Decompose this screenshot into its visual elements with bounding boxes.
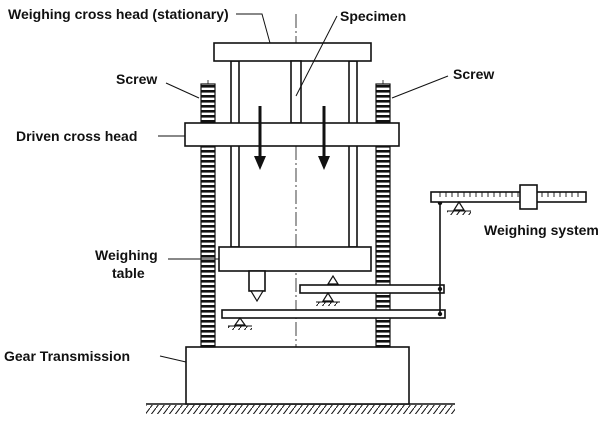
label-weighing-table-line1: Weighing — [95, 247, 158, 263]
label-weighing-system: Weighing system — [484, 222, 599, 238]
link-rods — [437, 200, 443, 317]
weighing-system-beam — [430, 184, 587, 215]
weighing-table — [218, 246, 372, 272]
table-support — [248, 270, 266, 303]
label-specimen: Specimen — [340, 8, 406, 24]
label-screw-left: Screw — [116, 71, 157, 87]
load-arrow-right — [318, 106, 330, 170]
ground — [146, 403, 455, 414]
label-weighing-cross-head: Weighing cross head (stationary) — [8, 6, 229, 22]
screw-right — [375, 83, 391, 348]
lever-upper-fulcrum — [316, 291, 340, 306]
label-gear-transmission: Gear Transmission — [4, 348, 130, 364]
label-weighing-table-line2: table — [112, 265, 145, 281]
screw-left — [200, 83, 216, 348]
leader-lines — [158, 13, 449, 363]
lever-upper — [299, 274, 445, 294]
label-screw-right: Screw — [453, 66, 494, 82]
driven-cross-head — [184, 122, 400, 147]
weighing-cross-head — [213, 42, 372, 62]
lever-lower — [221, 309, 446, 330]
gear-transmission-box — [185, 346, 410, 405]
specimen — [290, 60, 302, 124]
load-arrow-left — [254, 106, 266, 170]
label-driven-cross-head: Driven cross head — [16, 128, 137, 144]
